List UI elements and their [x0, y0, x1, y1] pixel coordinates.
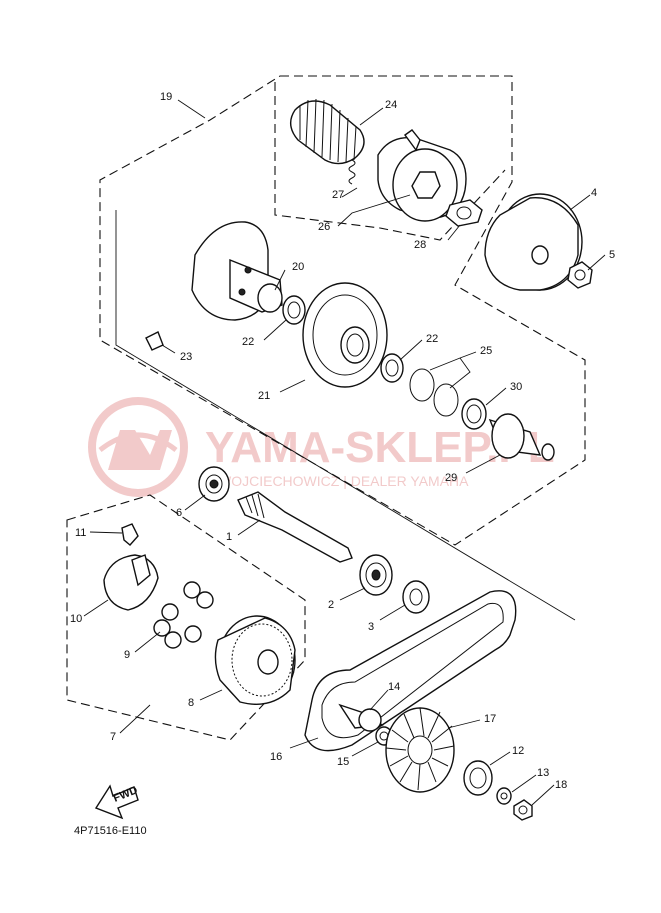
callout-13: 13 — [537, 767, 549, 779]
callout-2: 2 — [328, 599, 334, 611]
callout-5: 5 — [609, 249, 615, 261]
part-12-oil-seal — [463, 760, 493, 796]
part-4-clutch-housing — [484, 193, 583, 291]
callout-16: 16 — [270, 751, 282, 763]
part-21-fixed-sheave — [302, 282, 388, 388]
part-10-cam — [103, 554, 159, 611]
group-7-boundary — [66, 494, 306, 741]
part-14-collar — [338, 703, 384, 732]
callout-8: 8 — [188, 697, 194, 709]
part-11-clip — [121, 523, 139, 546]
part-13-washer — [496, 787, 512, 805]
group-19-boundary — [99, 75, 586, 546]
part-24-pin — [145, 331, 164, 351]
part-26-guide — [488, 413, 555, 461]
callout-19: 19 — [160, 91, 172, 103]
part-5-nut — [567, 261, 593, 289]
callout-9: 9 — [124, 649, 130, 661]
callout-18: 18 — [555, 779, 567, 791]
fwd-arrow-icon: FWD — [94, 784, 139, 820]
part-8-clutch-drum — [214, 615, 296, 705]
callout-10: 10 — [70, 613, 82, 625]
callout-27: 26 — [318, 221, 330, 233]
callout-30: 30 — [510, 381, 522, 393]
part-23-o-rings — [409, 368, 459, 417]
callout-4: 4 — [591, 187, 597, 199]
drawing-code: 4P71516-E110 — [74, 825, 147, 837]
part-3-oil-seal — [402, 580, 430, 614]
callout-15: 15 — [337, 756, 349, 768]
part-28-small-spring — [348, 159, 356, 185]
part-20-sliding-sheave — [191, 221, 283, 321]
watermark-logo-icon — [88, 397, 188, 497]
part-22-seal-top — [282, 295, 306, 325]
callout-22-bottom: 22 — [426, 333, 438, 345]
part-6-bearing — [198, 466, 230, 502]
callout-25: 24 — [385, 99, 397, 111]
part-1-primary-shaft — [237, 491, 353, 563]
callout-26: 29 — [445, 472, 457, 484]
callout-7: 7 — [110, 731, 116, 743]
callout-28: 27 — [332, 189, 344, 201]
callout-1: 1 — [226, 531, 232, 543]
callout-21: 21 — [258, 390, 270, 402]
callout-11: 11 — [75, 527, 86, 539]
callout-3: 3 — [368, 621, 374, 633]
callout-22-top: 22 — [242, 336, 254, 348]
part-17-fan-sheave — [385, 707, 455, 793]
callout-29: 28 — [414, 239, 426, 251]
callout-12: 12 — [512, 745, 524, 757]
callout-20: 20 — [292, 261, 304, 273]
group-27-boundary — [274, 82, 506, 241]
part-25-spring — [290, 98, 365, 165]
callouts: 19 24 27 26 28 4 5 20 22 23 21 22 25 30 … — [70, 91, 615, 791]
part-29-nut — [445, 199, 483, 227]
group-19-sub-boundary — [115, 210, 576, 621]
leader-lines — [83, 99, 606, 806]
callout-17: 17 — [484, 713, 496, 725]
callout-23: 25 — [480, 345, 492, 357]
part-9-weights — [153, 581, 214, 649]
callout-24: 23 — [180, 351, 192, 363]
callout-14: 14 — [388, 681, 400, 693]
part-22-seal-bottom — [380, 353, 404, 383]
part-30-collar — [461, 398, 487, 430]
part-18-nut — [513, 799, 533, 821]
callout-6: 6 — [176, 507, 182, 519]
part-2-bearing — [359, 554, 393, 596]
